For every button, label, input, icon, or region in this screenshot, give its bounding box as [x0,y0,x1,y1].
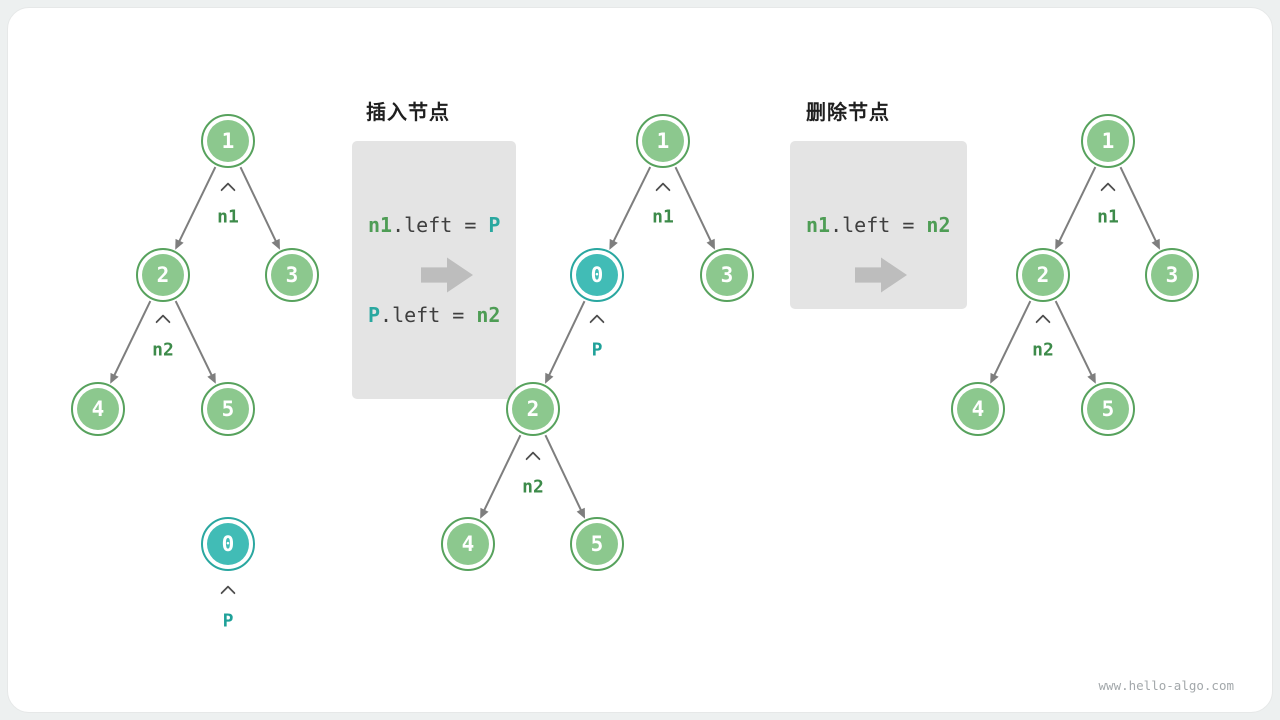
tree-node: 2 [136,248,190,302]
tree-node-value: 5 [207,388,249,430]
tree-node-value: 2 [142,254,184,296]
code-token-n1: n1 [368,213,393,237]
ref-label-n2: n2 [522,476,544,498]
code-token-p: P [368,303,381,327]
tree-node-value: 3 [1151,254,1193,296]
delete-section-title: 删除节点 [806,102,890,124]
ref-label-n1: n1 [217,206,239,228]
code-token-n2: n2 [476,303,501,327]
tree-node-value: 0 [207,523,249,565]
code-token-n1: n1 [806,213,831,237]
code-token-p: P [488,213,501,237]
tree-node-value: 5 [1087,388,1129,430]
tree-node-value: 2 [512,388,554,430]
tree-node: 5 [1081,382,1135,436]
tree-node: 2 [1016,248,1070,302]
ref-label-p: P [222,610,234,632]
inserted-pointer-node: 0 [570,248,624,302]
tree-node-value: 4 [957,388,999,430]
tree-node: 3 [265,248,319,302]
tree-node: 3 [700,248,754,302]
code-line: n1.left = n2 [806,210,951,240]
tree-node-value: 5 [576,523,618,565]
code-token-plain: .left = [392,213,489,237]
tree-node: 3 [1145,248,1199,302]
delete-code-box: n1.left = n2 [790,141,967,309]
tree-node: 1 [1081,114,1135,168]
code-token-n2: n2 [926,213,951,237]
tree-node-value: 4 [77,388,119,430]
tree-node: 1 [201,114,255,168]
tree-node-value: 4 [447,523,489,565]
tree-node: 5 [201,382,255,436]
tree-node: 4 [71,382,125,436]
tree-node-value: 3 [706,254,748,296]
tree-node-value: 2 [1022,254,1064,296]
tree-node: 4 [441,517,495,571]
code-line: n1.left = P [368,210,500,240]
ref-label-n1: n1 [652,206,674,228]
tree-node-value: 0 [576,254,618,296]
tree-node: 1 [636,114,690,168]
tree-node-value: 1 [207,120,249,162]
tree-node-value: 3 [271,254,313,296]
tree-node-value: 1 [1087,120,1129,162]
site-watermark: www.hello-algo.com [1098,678,1234,693]
code-line: P.left = n2 [368,300,500,330]
tree-node: 4 [951,382,1005,436]
code-token-plain: .left = [830,213,927,237]
tree-node-value: 1 [642,120,684,162]
ref-label-n2: n2 [152,339,174,361]
ref-label-n2: n2 [1032,339,1054,361]
tree-node: 2 [506,382,560,436]
insert-section-title: 插入节点 [366,102,450,124]
code-token-plain: .left = [380,303,477,327]
ref-label-n1: n1 [1097,206,1119,228]
tree-node: 5 [570,517,624,571]
pointer-node: 0 [201,517,255,571]
ref-label-p: P [591,339,603,361]
background-card [7,7,1273,713]
